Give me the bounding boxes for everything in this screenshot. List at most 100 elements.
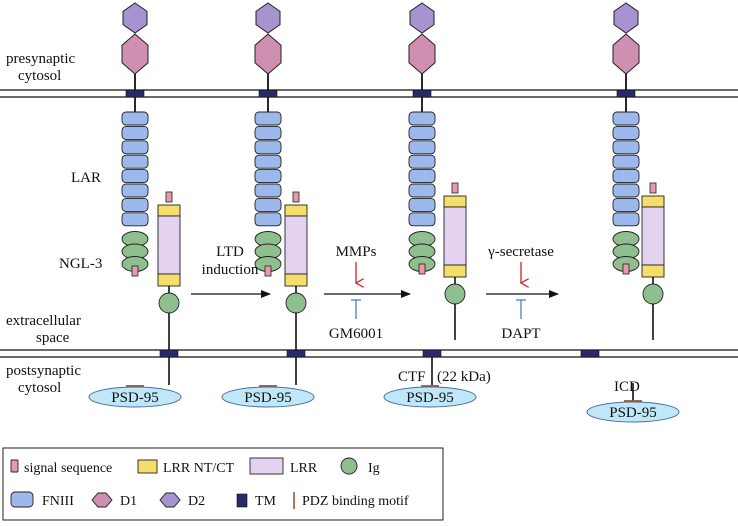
lar-d1-domain: [254, 33, 282, 75]
lar-fniii-domain: [254, 140, 282, 155]
lar-tm-domain: [616, 89, 636, 98]
lar-signal-sequence: [264, 265, 272, 277]
lar-fniii-domain: [408, 197, 436, 212]
lar-tm-domain: [125, 89, 145, 98]
ngl3-ctf-tm: [422, 349, 442, 358]
ngl3-lrr-nt: [641, 195, 665, 208]
presynaptic-membrane: [0, 89, 738, 98]
lar-fniii-domain: [254, 154, 282, 169]
postsynaptic-label: postsynaptic: [6, 363, 81, 379]
lar-fniii-domain: [612, 197, 640, 212]
lar-fniii-domain: [612, 169, 640, 184]
legend-signal-sequence: signal sequence: [24, 461, 112, 476]
lar-fniii-domain: [612, 183, 640, 198]
ngl3-lrr-ct: [284, 273, 308, 287]
ngl3-ig-domain: [642, 283, 664, 305]
lar-d1-domain: [408, 33, 436, 75]
ngl3-signal-sequence: [649, 182, 657, 194]
ngl3-signal-sequence: [292, 191, 300, 203]
gamma-secretase-label: γ-secretase: [487, 244, 554, 260]
ngl3-lrr-nt: [157, 204, 181, 217]
legend-lrr-ntct-swatch: [137, 459, 158, 474]
ngl3-lrr-ct: [641, 264, 665, 278]
legend-tm: TM: [255, 494, 277, 509]
legend-frame: [2, 447, 444, 521]
lar-signal-sequence: [622, 263, 630, 275]
lar-d1-domain: [612, 33, 640, 75]
legend-lrr-ntct: LRR NT/CT: [163, 461, 235, 476]
psd95-label: PSD-95: [609, 405, 657, 421]
lar-fniii-domain: [121, 183, 149, 198]
lar-fniii-domain: [121, 197, 149, 212]
induction-label: induction: [202, 262, 259, 278]
legend-d1: D1: [120, 494, 137, 509]
lar-tm-domain: [258, 89, 278, 98]
dapt-label: DAPT: [501, 326, 540, 342]
ctf-label: CTF: [398, 369, 426, 385]
mmps-label: MMPs: [336, 244, 377, 260]
psd95-label: PSD-95: [111, 390, 159, 406]
ngl3-label: NGL-3: [59, 256, 102, 272]
legend-fniii-swatch: [10, 491, 34, 508]
step-gamma-secretase: γ-secretase DAPT: [486, 244, 559, 342]
lar-d1-domain: [121, 33, 149, 75]
lar-fniii-domain: [254, 197, 282, 212]
ngl3-lrr-nt: [443, 195, 467, 208]
psd95-label: PSD-95: [406, 390, 454, 406]
ngl3-tm-domain: [159, 349, 179, 358]
legend-fniii: FNIII: [42, 494, 74, 509]
lar-fniii-domain: [612, 154, 640, 169]
ngl3-ig-domain: [444, 283, 466, 305]
lar-fniii-domain: [121, 125, 149, 140]
protein-column-2: PSD-95: [221, 2, 315, 408]
lar-d2-domain: [122, 2, 148, 34]
presynaptic-label-2: cytosol: [18, 68, 61, 84]
ngl3-lrr-ct: [157, 273, 181, 287]
ngl3-residual-tm: [580, 349, 600, 358]
psd95-scaffold: [88, 386, 182, 408]
extracellular-label-2: space: [36, 330, 70, 346]
ngl3-signal-sequence: [451, 182, 459, 194]
lar-fniii-domain: [612, 111, 640, 126]
legend-d1-swatch: [91, 492, 113, 508]
lar-fniii-domain: [408, 183, 436, 198]
lar-fniii-domain: [254, 169, 282, 184]
lar-fniii-domain: [254, 183, 282, 198]
lar-fniii-domain: [254, 125, 282, 140]
lar-fniii-domain: [408, 169, 436, 184]
ltd-label: LTD: [216, 244, 244, 260]
psd95-scaffold: [586, 401, 680, 423]
ctf-size-label: (22 kDa): [437, 369, 491, 385]
lar-fniii-domain: [121, 140, 149, 155]
lar-label: LAR: [71, 170, 101, 186]
presynaptic-label: presynaptic: [6, 51, 75, 67]
postsynaptic-membrane: [0, 349, 738, 358]
ngl3-lrr-ct: [443, 264, 467, 278]
lar-fniii-domain: [408, 140, 436, 155]
protein-column-3: PSD-95: [383, 2, 477, 408]
lar-fniii-domain: [408, 212, 436, 227]
ngl3-lrr: [641, 206, 665, 266]
protein-column-1: PSD-95: [88, 2, 182, 408]
lar-fniii-domain: [408, 125, 436, 140]
ngl3-lrr-nt: [284, 204, 308, 217]
extracellular-label: extracellular: [6, 313, 81, 329]
psd95-scaffold: [383, 386, 477, 408]
ngl3-signal-sequence: [165, 191, 173, 203]
lar-d2-domain: [255, 2, 281, 34]
ngl3-lrr: [284, 215, 308, 275]
step-ltd-induction: LTD induction: [191, 244, 271, 298]
step-mmps: MMPs GM6001: [324, 244, 411, 342]
lar-fniii-domain: [254, 111, 282, 126]
lar-fniii-domain: [121, 212, 149, 227]
lar-d2-domain: [613, 2, 639, 34]
ngl3-ig-domain: [158, 292, 180, 314]
lar-fniii-domain: [612, 125, 640, 140]
legend: signal sequence LRR NT/CT LRR Ig FNIII D…: [2, 447, 444, 521]
lar-fniii-domain: [121, 111, 149, 126]
lar-fniii-domain: [612, 140, 640, 155]
psd95-label: PSD-95: [244, 390, 292, 406]
legend-pdz: PDZ binding motif: [302, 494, 409, 509]
